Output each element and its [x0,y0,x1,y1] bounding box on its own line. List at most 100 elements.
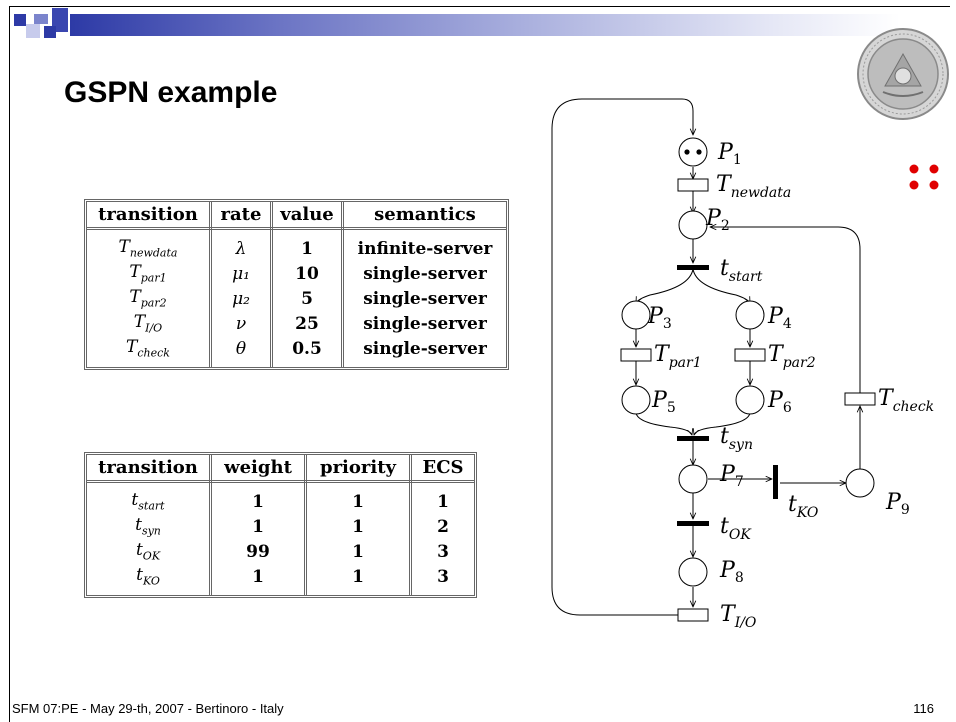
arc [635,412,692,435]
page-number: 116 [913,701,934,716]
transition-tsyn [677,436,709,441]
cell-ecs: 3 [437,566,449,587]
label-tcheck: Tcheck [878,386,934,415]
transition-tok [677,521,709,526]
col-header: semantics [342,202,506,230]
table-row: Tpar2 μ₂ 5 single-server [87,286,506,311]
cell-transition: tOK [87,539,212,564]
label-p7: P7 [719,462,744,490]
label-p5: P5 [651,388,676,416]
cell-text: Tpar2 [129,287,167,310]
arc [636,268,694,303]
cell-value: 10 [271,261,344,286]
cell-rate: θ [210,336,273,367]
table-row: Tpar1 μ₁ 10 single-server [87,261,506,286]
label-p2: P2 [705,206,730,234]
cell-rate: ν [210,311,273,336]
cell-transition: tstart [87,481,212,514]
university-seal-logo [857,28,949,120]
label-tsyn: tsyn [720,424,753,453]
label-tko: tKO [788,492,819,521]
cell-priority: 1 [305,514,412,539]
cell-transition: tsyn [87,514,212,539]
col-header: priority [305,455,412,483]
col-header: rate [210,202,273,230]
transition-tcheck [844,392,876,406]
rates-table: transition rate value semantics Tnewdata… [84,199,509,370]
col-header: weight [210,455,307,483]
cell-ecs: 1 [437,491,449,512]
cell-text: Tnewdata [118,237,178,260]
cell-weight: 1 [210,481,307,514]
cell-weight: 1 [210,514,307,539]
weights-table: transition weight priority ECS tstart 1 … [84,452,477,598]
token [684,149,690,155]
place-p8 [678,557,708,587]
transition-tko [773,465,778,499]
transition-tpar1 [620,348,652,362]
table-row: Tnewdata λ 1 infinite-server [87,228,506,261]
place-p3 [621,300,651,330]
place-p7 [678,464,708,494]
cell-transition: Tnewdata [87,228,212,261]
table-row: Tcheck θ 0.5 single-server [87,336,506,367]
cell-value: 25 [271,311,344,336]
col-header: transition [87,455,212,483]
rates-table-header: transition rate value semantics [87,202,506,230]
cell-weight: 99 [210,539,307,564]
label-tok: tOK [720,514,752,543]
label-p3: P3 [647,304,672,332]
arc [710,227,861,393]
transition-tstart [677,265,709,270]
place-p1 [678,137,708,167]
label-p8: P8 [719,558,744,586]
cell-rate: μ₁ [210,261,273,286]
table-row: tKO 1 1 3 [87,564,474,595]
cell-transition: Tpar1 [87,261,212,286]
col-header: value [271,202,344,230]
label-tpar1: Tpar1 [654,342,702,371]
cell-text: TI/O [133,312,163,335]
token [696,149,702,155]
table-row: tstart 1 1 1 [87,481,474,514]
transition-tio [677,608,709,622]
cell-rate: λ [210,228,273,261]
place-p4 [735,300,765,330]
petri-net-diagram: P1 Tnewdata P2 tstart P3 P4 Tpar1 Tpar2 … [551,98,934,631]
place-p5 [621,385,651,415]
label-tnewdata: Tnewdata [716,172,791,201]
cell-transition: Tpar2 [87,286,212,311]
label-p1: P1 [717,140,742,168]
transition-tpar2 [734,348,766,362]
cell-transition: Tcheck [87,336,212,367]
cell-text: Tpar1 [129,262,167,285]
label-tstart: tstart [720,256,763,285]
cell-value: 5 [271,286,344,311]
place-p2 [678,210,708,240]
cell-ecs: 3 [437,541,449,562]
left-rule [9,6,10,722]
label-p6: P6 [767,388,792,416]
label-p4: P4 [767,304,792,332]
cell-rate: μ₂ [210,286,273,311]
cell-value: 1 [271,228,344,261]
arc [551,98,693,616]
cell-priority: 1 [305,539,412,564]
cell-transition: tKO [87,564,212,595]
cell-transition: TI/O [87,311,212,336]
cell-priority: 1 [305,564,412,595]
label-tio: TI/O [720,602,757,631]
header-gradient-bar [70,14,900,36]
table-row: TI/O ν 25 single-server [87,311,506,336]
cell-semantics: infinite-server [357,238,493,259]
footer-text: SFM 07:PE - May 29-th, 2007 - Bertinoro … [12,701,284,716]
cell-semantics: single-server [363,263,487,284]
label-tpar2: Tpar2 [768,342,816,371]
cell-semantics: single-server [363,288,487,309]
col-header: transition [87,202,212,230]
cell-text: Tcheck [126,337,170,360]
table-row: tsyn 1 1 2 [87,514,474,539]
cell-priority: 1 [305,481,412,514]
table-row: tOK 99 1 3 [87,539,474,564]
